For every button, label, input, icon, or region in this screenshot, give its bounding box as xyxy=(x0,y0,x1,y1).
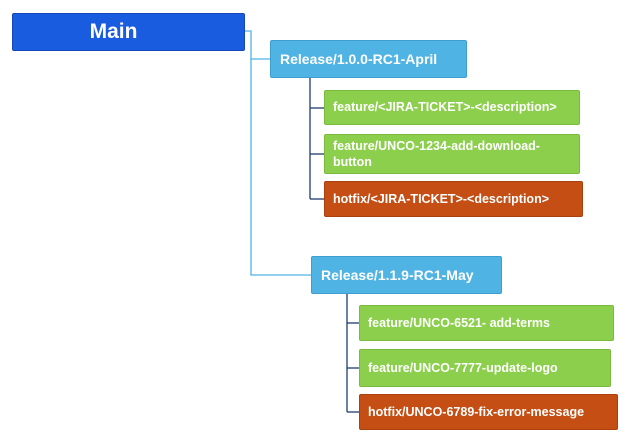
hotfix-branch-node: hotfix/UNCO-6789-fix-error-message xyxy=(359,394,618,430)
feature-branch-node: feature/UNCO-7777-update-logo xyxy=(359,349,611,387)
main-branch-label: Main xyxy=(89,20,138,44)
release-1-label: Release/1.0.0-RC1-April xyxy=(280,50,438,67)
main-branch-node: Main xyxy=(12,13,245,51)
hotfix-branch-node: hotfix/<JIRA-TICKET>-<description> xyxy=(324,181,583,217)
connector-main-to-release-2 xyxy=(250,59,311,276)
branch-label: feature/UNCO-6521- add-terms xyxy=(368,315,550,330)
feature-branch-node: feature/<JIRA-TICKET>-<description> xyxy=(324,90,580,125)
feature-branch-node: feature/UNCO-6521- add-terms xyxy=(359,305,614,341)
branch-label: feature/UNCO-1234-add-download-button xyxy=(333,138,540,169)
release-1-node: Release/1.0.0-RC1-April xyxy=(270,40,467,78)
branch-label: feature/UNCO-7777-update-logo xyxy=(368,360,558,375)
connector-main-to-release-1 xyxy=(245,30,270,60)
release-2-node: Release/1.1.9-RC1-May xyxy=(311,256,502,294)
branch-label: feature/<JIRA-TICKET>-<description> xyxy=(333,100,557,115)
branch-label: hotfix/UNCO-6789-fix-error-message xyxy=(368,404,585,419)
branch-label: hotfix/<JIRA-TICKET>-<description> xyxy=(333,191,550,206)
feature-branch-node: feature/UNCO-1234-add-download-button xyxy=(324,134,580,174)
release-2-label: Release/1.1.9-RC1-May xyxy=(321,266,474,283)
